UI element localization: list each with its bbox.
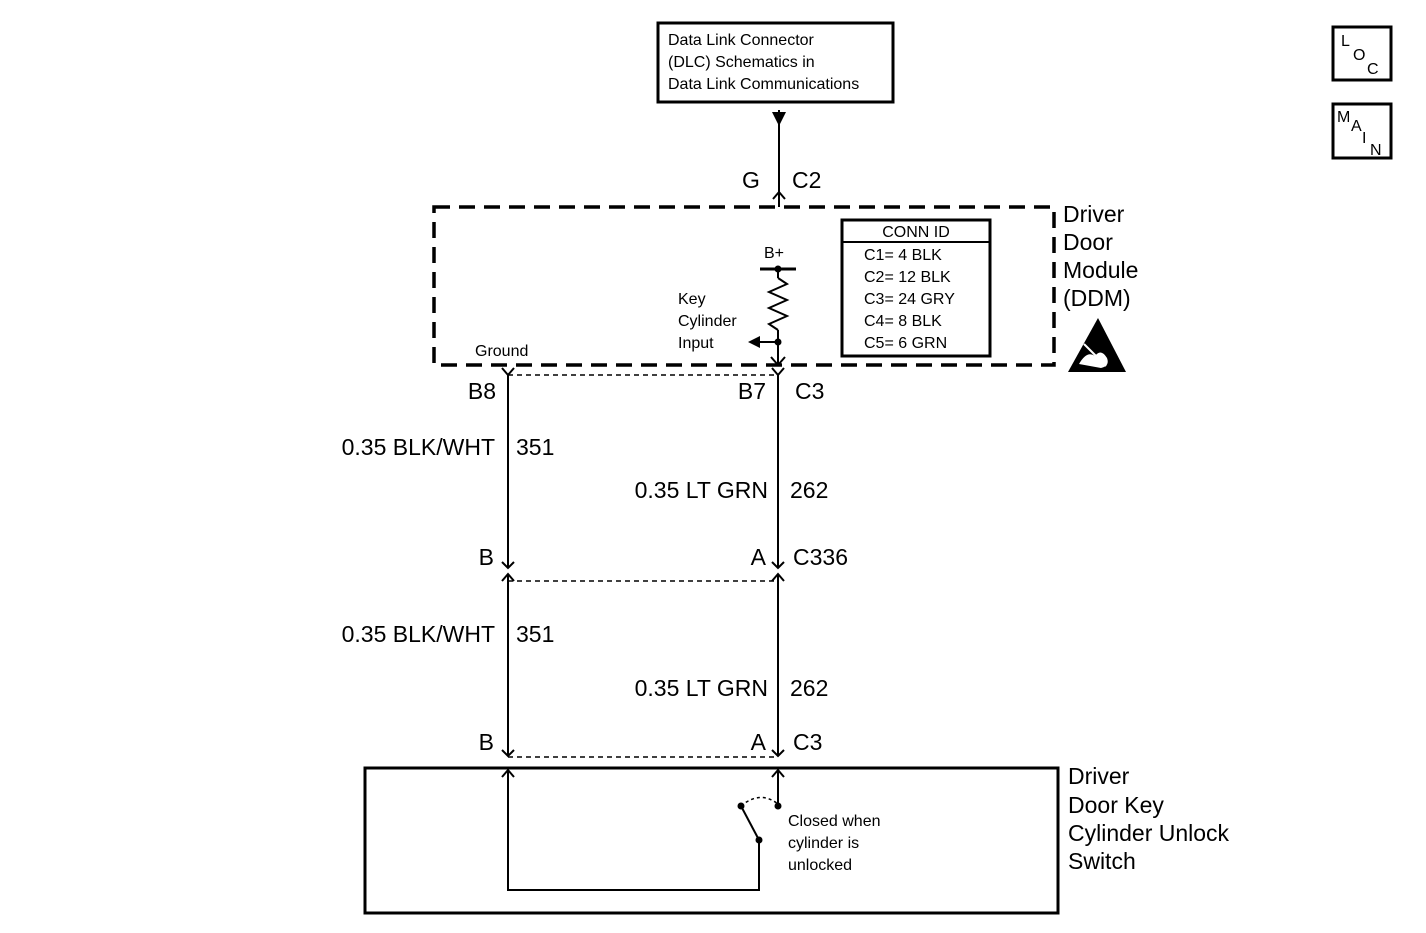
c336-pin-b: B (479, 544, 494, 570)
wire-spec-label: 0.35 LT GRN (635, 675, 768, 701)
c336-connector-label: C336 (793, 544, 848, 570)
svg-text:Key: Key (678, 291, 706, 308)
main-letter-a: A (1351, 118, 1362, 135)
loc-letter-l: L (1341, 33, 1350, 50)
wire-circuit-label: 262 (790, 675, 828, 701)
resistor-icon (766, 277, 790, 331)
svg-text:Door: Door (1063, 229, 1113, 255)
svg-text:Switch: Switch (1068, 848, 1136, 874)
svg-text:Closed when: Closed when (788, 813, 881, 830)
wire-circuit-label: 351 (516, 434, 554, 460)
switch-component-box[interactable] (363, 766, 1060, 915)
wire-circuit-label: 351 (516, 621, 554, 647)
switch-name: Driver Door Key Cylinder Unlock Switch (1068, 763, 1230, 874)
main-letter-n: N (1370, 142, 1382, 159)
main-letter-m: M (1337, 109, 1350, 126)
bplus-label: B+ (764, 245, 784, 262)
main-icon[interactable]: M A I N (1331, 102, 1393, 160)
c2-connector-label: C2 (792, 167, 821, 193)
loc-icon[interactable]: L O C (1331, 25, 1393, 82)
switch-c3-connector-label: C3 (793, 729, 822, 755)
ground-label: Ground (475, 343, 528, 360)
svg-text:(DDM): (DDM) (1063, 285, 1131, 311)
wire-spec-label: 0.35 BLK/WHT (342, 621, 495, 647)
arrow-down-icon (772, 112, 786, 126)
loc-letter-o: O (1353, 47, 1365, 64)
dlc-line-3: Data Link Communications (668, 76, 859, 93)
svg-text:Driver: Driver (1063, 201, 1125, 227)
conn-id-row: C4= 8 BLK (864, 313, 942, 330)
svg-text:Cylinder Unlock: Cylinder Unlock (1068, 820, 1230, 846)
wire-spec-label: 0.35 BLK/WHT (342, 434, 495, 460)
ddm-c3-connector-label: C3 (795, 378, 824, 404)
ddm-c3-pin-b8: B8 (468, 378, 496, 404)
ddm-module-box[interactable] (432, 205, 1056, 367)
inline-connector-c336 (501, 561, 785, 582)
svg-text:Input: Input (678, 335, 714, 352)
dlc-line-1: Data Link Connector (668, 32, 815, 49)
arrow-down-icon (770, 356, 786, 367)
switch-internal-circuit (501, 768, 785, 891)
switch-c3-connector (501, 749, 785, 758)
ddm-name: Driver Door Module (DDM) (1063, 201, 1138, 311)
switch-c3-pin-b: B (479, 729, 494, 755)
svg-text:Driver: Driver (1068, 763, 1130, 789)
main-letter-i: I (1362, 130, 1366, 147)
esd-sensitive-icon (1068, 318, 1126, 372)
conn-id-title: CONN ID (882, 224, 950, 241)
key-cylinder-input-circuit: B+ Key Cylinder Input (678, 245, 796, 367)
svg-text:Cylinder: Cylinder (678, 313, 737, 330)
conn-id-table: CONN ID C1= 4 BLK C2= 12 BLK C3= 24 GRY … (840, 218, 992, 358)
conn-id-row: C5= 6 GRN (864, 335, 947, 352)
switch-contact-icon (740, 805, 760, 841)
conn-id-row: C3= 24 GRY (864, 291, 955, 308)
svg-text:Door Key: Door Key (1068, 792, 1164, 818)
ddm-c3-pin-b7: B7 (738, 378, 766, 404)
switch-c3-pin-a: A (751, 729, 767, 755)
dlc-reference-box[interactable]: Data Link Connector (DLC) Schematics in … (656, 21, 895, 104)
wire-circuit-label: 262 (790, 477, 828, 503)
svg-text:Module: Module (1063, 257, 1138, 283)
arrow-left-icon (748, 336, 760, 348)
conn-id-row: C1= 4 BLK (864, 247, 942, 264)
conn-id-row: C2= 12 BLK (864, 269, 951, 286)
wire-spec-label: 0.35 LT GRN (635, 477, 768, 503)
switch-note: Closed when cylinder is unlocked (788, 813, 881, 874)
dlc-to-ddm-wire (772, 110, 786, 207)
ddm-c3-connector (501, 367, 785, 377)
svg-text:unlocked: unlocked (788, 857, 852, 874)
loc-letter-c: C (1367, 61, 1379, 78)
c336-pin-a: A (751, 544, 767, 570)
c2-pin-label: G (742, 167, 760, 193)
dlc-line-2: (DLC) Schematics in (668, 54, 815, 71)
svg-text:cylinder is: cylinder is (788, 835, 859, 852)
